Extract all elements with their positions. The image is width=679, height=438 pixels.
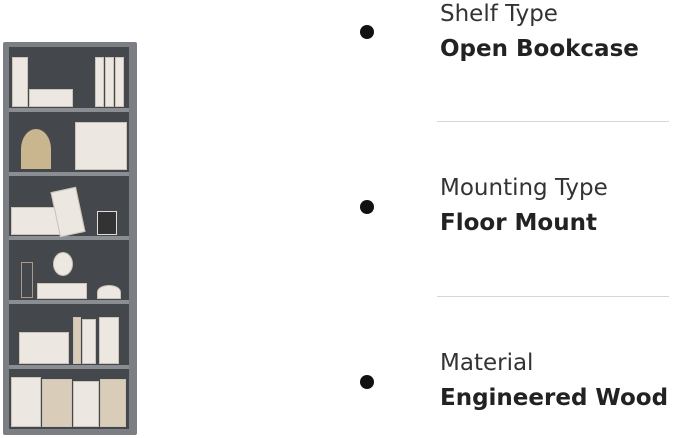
book xyxy=(73,317,81,364)
book-stack xyxy=(37,283,87,299)
book xyxy=(99,317,119,364)
lamp xyxy=(53,252,73,276)
divider xyxy=(437,296,669,297)
bullet-icon xyxy=(360,25,374,39)
bookcase-interior xyxy=(9,47,129,429)
feature-value: Open Bookcase xyxy=(440,36,639,62)
feature-material: Material Engineered Wood xyxy=(440,349,668,413)
feature-label: Material xyxy=(440,350,534,376)
dried-plant xyxy=(21,129,51,169)
book-stack xyxy=(19,332,69,364)
book xyxy=(82,319,96,364)
bullet-icon xyxy=(360,375,374,389)
books xyxy=(73,381,99,427)
shelf xyxy=(9,172,129,176)
reed-diffuser xyxy=(21,262,33,298)
book xyxy=(29,89,73,107)
feature-label: Mounting Type xyxy=(440,175,608,201)
books xyxy=(42,379,72,427)
shelf xyxy=(9,236,129,240)
book xyxy=(115,57,124,107)
books xyxy=(11,377,41,427)
photo-frame xyxy=(97,211,117,235)
shelf xyxy=(9,108,129,112)
feature-value: Engineered Wood xyxy=(440,385,669,411)
books xyxy=(100,379,126,427)
shelf xyxy=(9,300,129,304)
book xyxy=(12,57,28,107)
bookcase-image xyxy=(3,42,137,435)
feature-label: Shelf Type xyxy=(440,1,558,27)
vase xyxy=(97,285,121,299)
shelf xyxy=(9,365,129,369)
book xyxy=(105,57,114,107)
book-stack xyxy=(75,122,127,170)
bullet-icon xyxy=(360,200,374,214)
feature-mounting-type: Mounting Type Floor Mount xyxy=(440,174,608,238)
book xyxy=(95,57,104,107)
divider xyxy=(437,121,669,122)
feature-value: Floor Mount xyxy=(440,210,597,236)
feature-shelf-type: Shelf Type Open Bookcase xyxy=(440,0,639,64)
